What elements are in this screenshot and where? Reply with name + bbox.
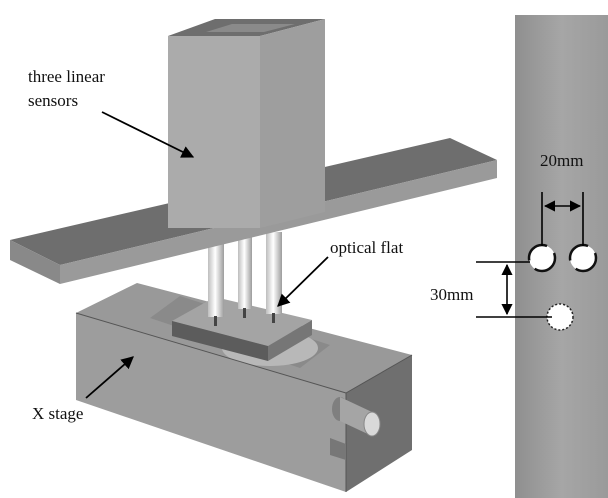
- optical-flat: [172, 297, 312, 361]
- dimension-20mm-label: 20mm: [540, 151, 583, 170]
- sensor-housing-top-inset: [206, 24, 295, 32]
- sensor-housing-right: [260, 19, 325, 228]
- knob: [332, 397, 381, 437]
- sensor-housing-left: [168, 36, 260, 228]
- leader-arrows: [85, 111, 329, 399]
- cross-beam-front: [10, 240, 60, 284]
- sensor-rod: [266, 232, 282, 314]
- sensors-label-line2: sensors: [28, 91, 78, 110]
- sensor-plate: [515, 15, 608, 498]
- sensor-housing: [168, 19, 325, 228]
- x-stage-notch: [330, 438, 346, 460]
- optical-flat-label: optical flat: [330, 238, 403, 257]
- optical-flat-leader: [277, 256, 329, 307]
- x-stage-label: X stage: [32, 404, 83, 423]
- sensors-leader: [101, 111, 195, 158]
- optical-flat-side: [268, 320, 312, 361]
- dimension-30mm-label: 30mm: [430, 285, 473, 304]
- x-stage-leader: [85, 356, 134, 399]
- hole: [568, 243, 598, 273]
- sensor-rods: [208, 232, 282, 326]
- sensors-label-line1: three linear: [28, 67, 105, 86]
- hole: [527, 243, 557, 273]
- optical-flat-top: [172, 297, 312, 346]
- dimension-30mm: [476, 261, 552, 318]
- optical-flat-front: [172, 321, 268, 361]
- sensor-rod: [208, 237, 224, 317]
- dimension-20mm: [541, 192, 584, 246]
- sensor-rod: [238, 235, 252, 309]
- x-stage-front: [76, 313, 346, 492]
